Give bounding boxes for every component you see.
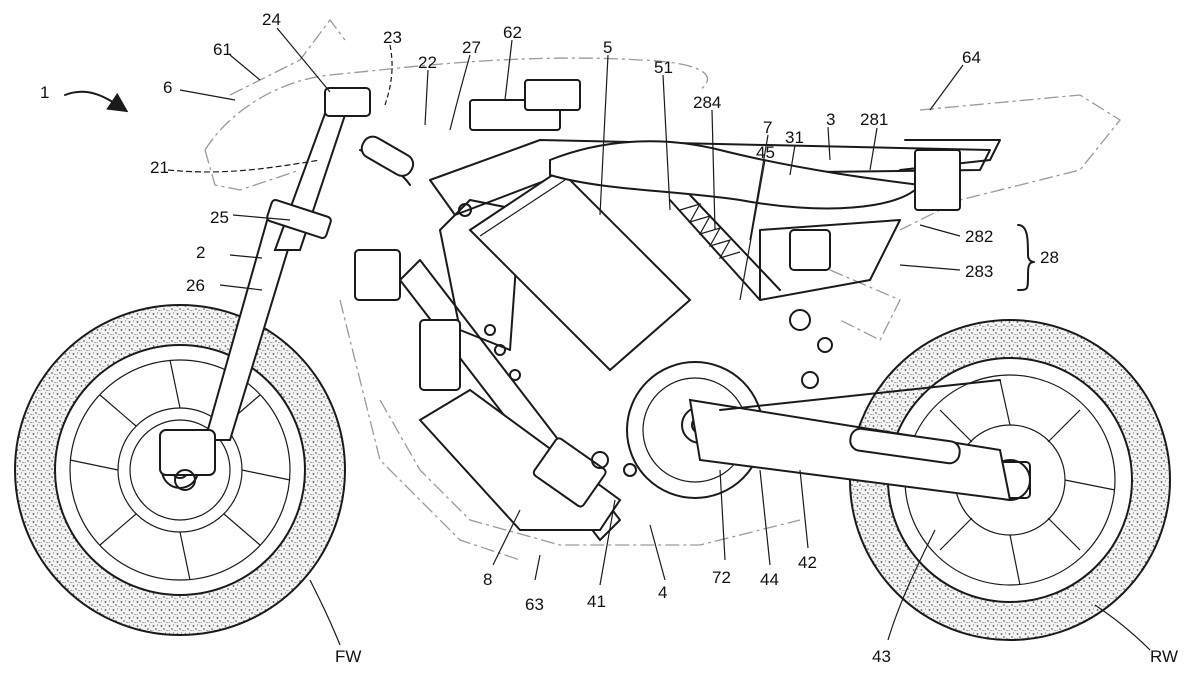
label-62: 62 [503, 23, 522, 42]
label-43: 43 [872, 647, 891, 666]
reference-numerals: 1 6 61 24 23 22 27 62 5 51 64 284 7 45 3… [40, 10, 1178, 666]
front-fork [159, 87, 415, 491]
label-45: 45 [756, 143, 775, 162]
seat [549, 139, 1001, 211]
label-284: 284 [693, 93, 721, 112]
figure-arrow [64, 90, 129, 113]
label-2: 2 [196, 243, 205, 262]
label-24: 24 [262, 10, 281, 29]
battery-box [468, 168, 692, 372]
label-22: 22 [418, 53, 437, 72]
label-44: 44 [760, 570, 779, 589]
label-21: 21 [150, 158, 169, 177]
label-1: 1 [40, 83, 49, 102]
label-63: 63 [525, 595, 544, 614]
label-8: 8 [483, 570, 492, 589]
label-23: 23 [383, 28, 402, 47]
label-42: 42 [798, 553, 817, 572]
label-72: 72 [712, 568, 731, 587]
label-FW: FW [335, 647, 361, 666]
label-282: 282 [965, 227, 993, 246]
label-64: 64 [962, 48, 981, 67]
swingarm [688, 379, 1012, 502]
label-283: 283 [965, 262, 993, 281]
leader-lines [167, 27, 1151, 651]
label-27: 27 [462, 38, 481, 57]
label-4: 4 [658, 583, 667, 602]
frame [399, 139, 991, 541]
rear-wheel [849, 319, 1171, 641]
label-31: 31 [785, 128, 804, 147]
label-6: 6 [163, 78, 172, 97]
label-28: 28 [1040, 248, 1059, 267]
label-RW: RW [1150, 647, 1178, 666]
label-5: 5 [603, 38, 612, 57]
label-25: 25 [210, 208, 229, 227]
bracket-28 [1017, 224, 1035, 291]
rear-shock [669, 194, 831, 301]
misc-brackets [354, 79, 833, 391]
label-281: 281 [860, 110, 888, 129]
label-3: 3 [826, 110, 835, 129]
label-26: 26 [186, 276, 205, 295]
lower-controller [418, 388, 637, 531]
label-41: 41 [587, 592, 606, 611]
label-61: 61 [213, 40, 232, 59]
label-51: 51 [654, 58, 673, 77]
label-7: 7 [763, 118, 772, 137]
